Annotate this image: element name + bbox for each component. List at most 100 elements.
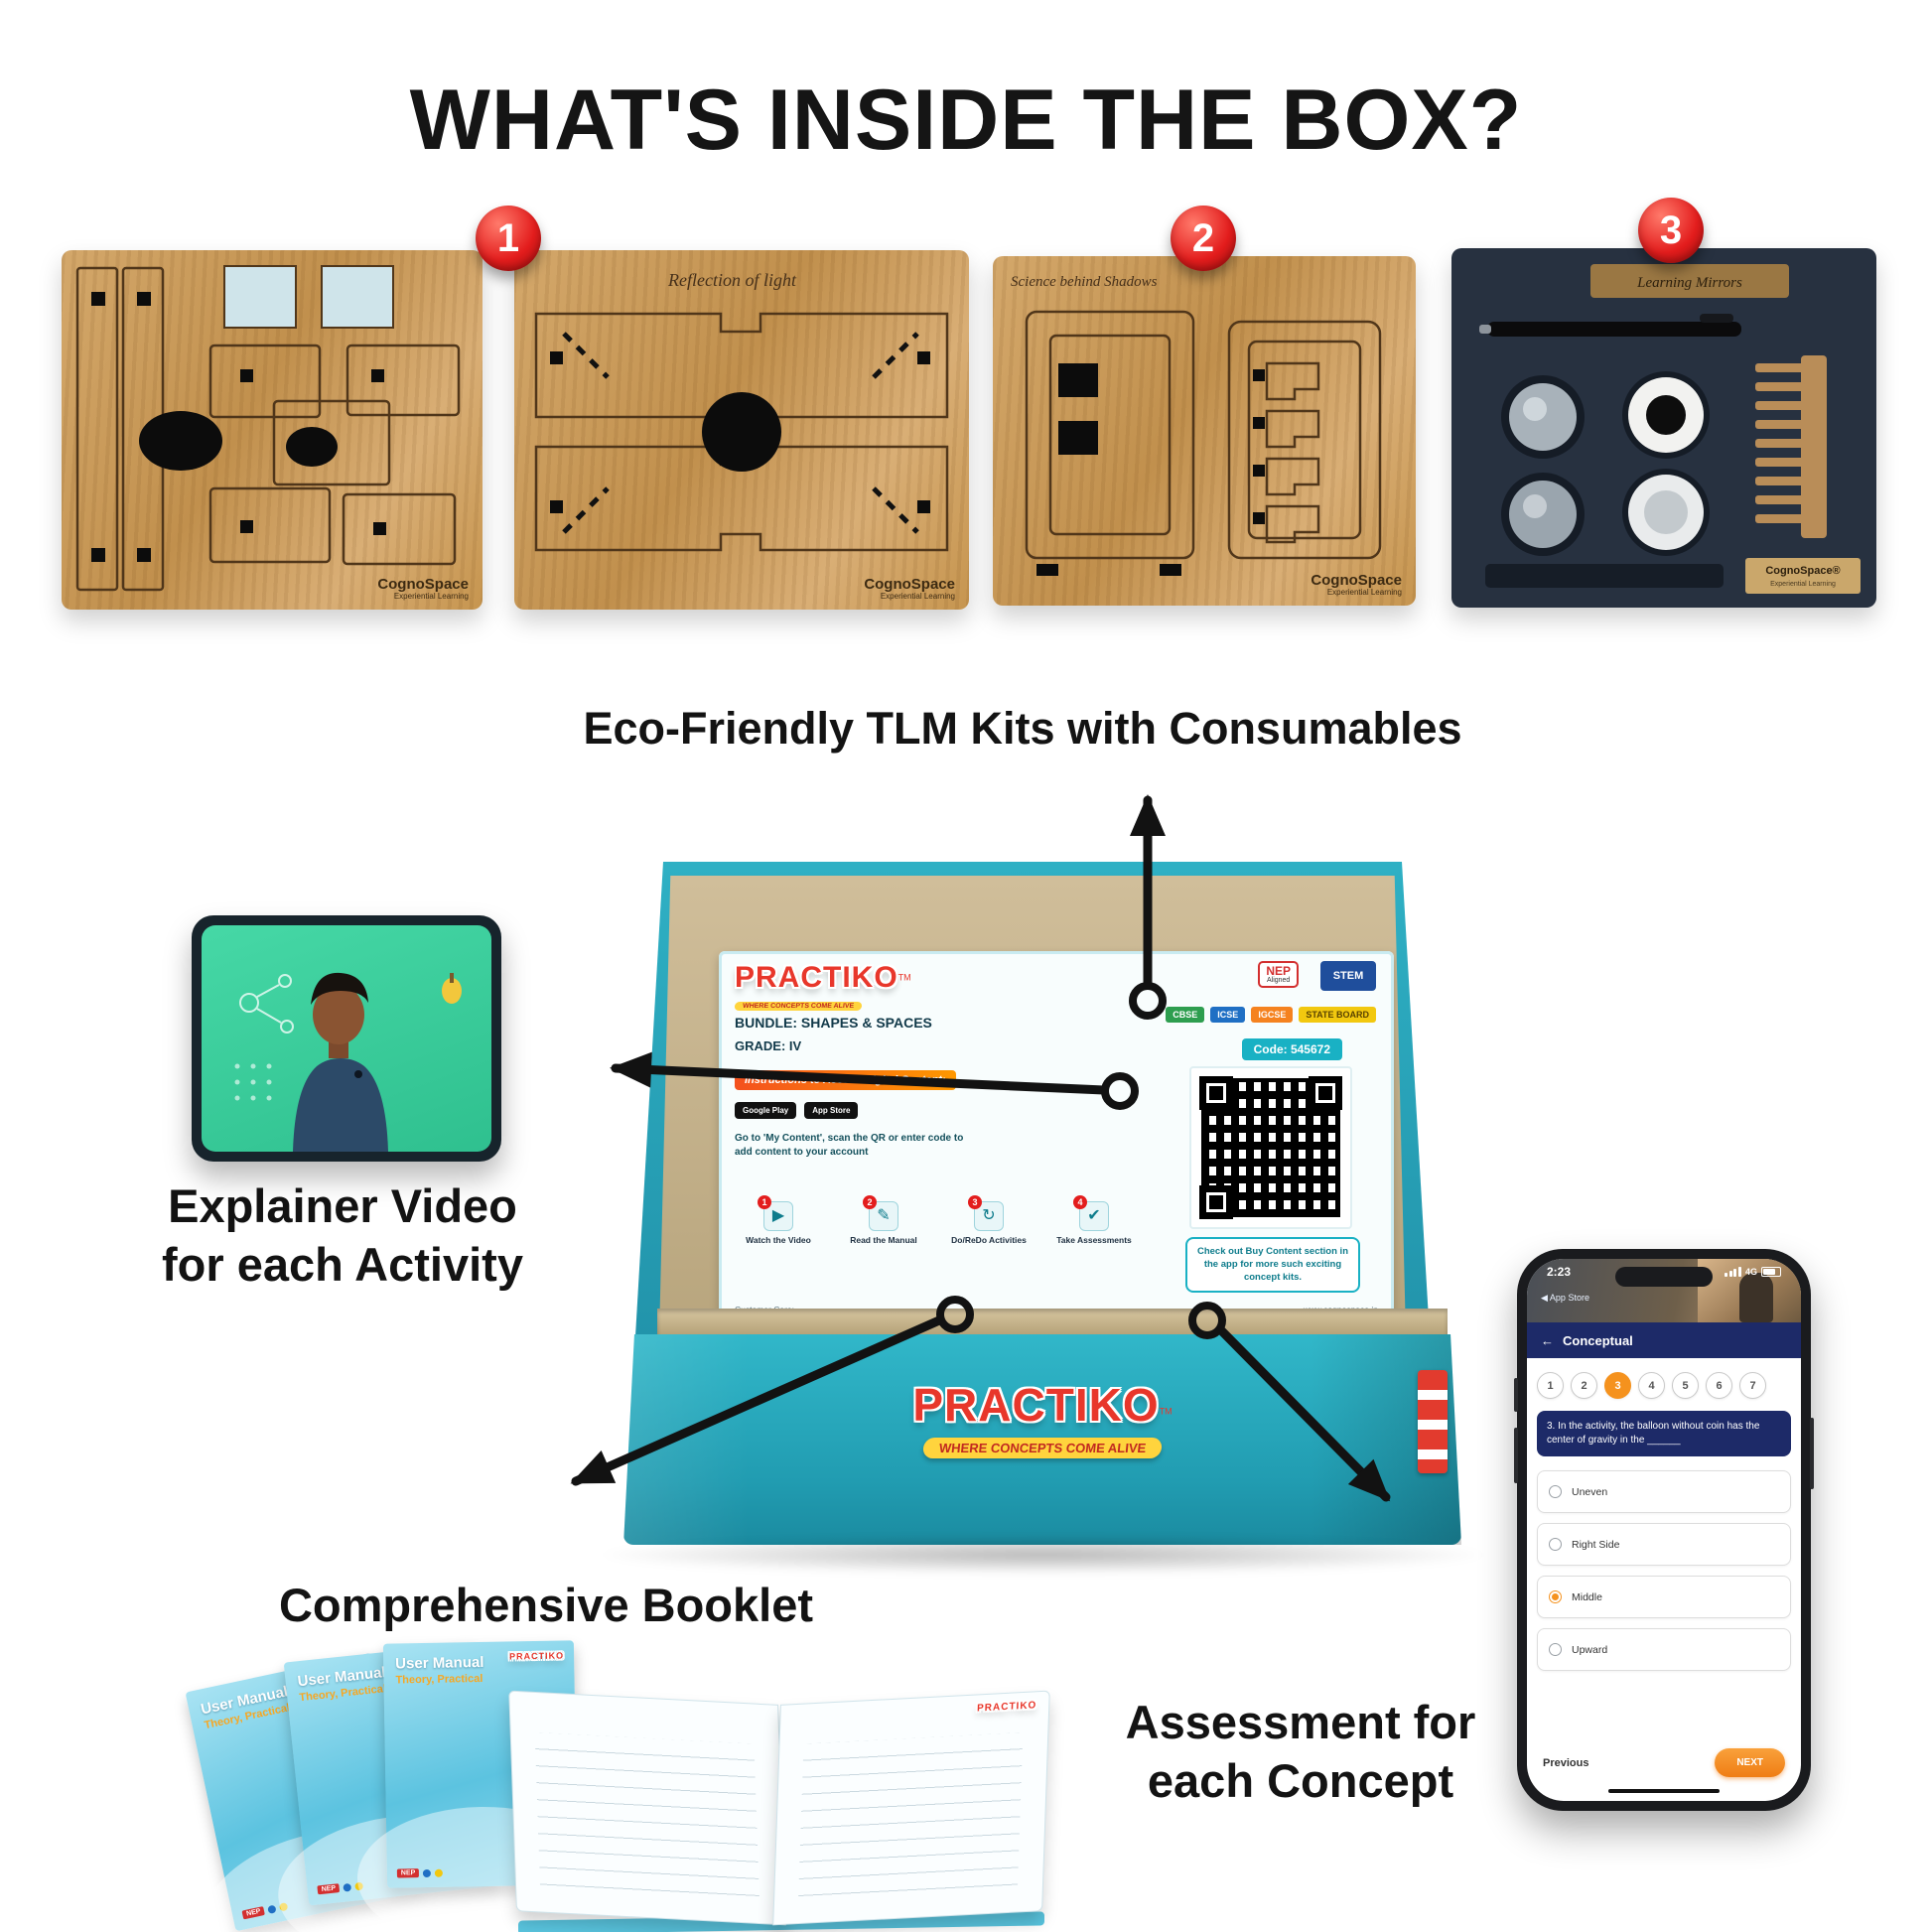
- next-button[interactable]: NEXT: [1715, 1748, 1785, 1777]
- back-arrow-icon[interactable]: ←: [1541, 1332, 1554, 1348]
- box-front: PRACTIKOTM WHERE CONCEPTS COME ALIVE: [623, 1334, 1461, 1545]
- cognospace-plaque: CognoSpace®: [1765, 565, 1840, 577]
- kit-tray-mirrors: Learning Mirrors: [1451, 248, 1876, 608]
- previous-button[interactable]: Previous: [1543, 1756, 1589, 1769]
- network-indicator: 4G: [1744, 1267, 1757, 1277]
- puzzle-board-graphic: [75, 265, 461, 592]
- question-number-2[interactable]: 2: [1571, 1372, 1597, 1399]
- lens-left-top: [1501, 375, 1585, 459]
- laser-pen: [1487, 322, 1741, 337]
- box-lid-cardboard: PRACTIKOTM WHERE CONCEPTS COME ALIVE NEP…: [659, 876, 1406, 1336]
- clock: 2:23: [1547, 1265, 1572, 1279]
- open-booklet: PRACTIKO: [508, 1688, 1050, 1932]
- screen-title: Conceptual: [1563, 1332, 1633, 1348]
- item-badge-1: 1: [476, 206, 541, 271]
- qr-finder-top-right: [1309, 1076, 1342, 1110]
- box-rim: [657, 1309, 1448, 1336]
- nep-aligned-badge: NEP Aligned: [1258, 961, 1299, 988]
- radio-upward[interactable]: [1549, 1643, 1562, 1656]
- battery-icon: [1761, 1267, 1781, 1277]
- kit-board-puzzle: CognoSpace Experiential Learning: [62, 250, 483, 610]
- cognospace-brand: CognoSpace Experiential Learning: [377, 575, 469, 602]
- step-read-manual: ✎2 Read the Manual: [850, 1195, 917, 1245]
- phone-statusbar-area: 2:23 4G ◀ App Store: [1527, 1259, 1801, 1322]
- pear-icon: [442, 978, 462, 1004]
- back-to-app-link[interactable]: ◀ App Store: [1541, 1293, 1589, 1303]
- callout-assessment: Assessment for each Concept: [1125, 1696, 1476, 1807]
- question-number-4[interactable]: 4: [1638, 1372, 1665, 1399]
- tagline-ribbon: WHERE CONCEPTS COME ALIVE: [734, 1002, 863, 1011]
- assessment-phone: 2:23 4G ◀ App Store ← Conceptual 1 2 3 4: [1514, 1249, 1814, 1811]
- radio-right-side[interactable]: [1549, 1538, 1562, 1551]
- signal-icon: [1725, 1267, 1741, 1277]
- bundle-text: BUNDLE: SHAPES & SPACES: [735, 1015, 932, 1031]
- mirrors-tray-graphic: Learning Mirrors: [1479, 264, 1861, 594]
- question-number-5[interactable]: 5: [1672, 1372, 1699, 1399]
- item-badge-2: 2: [1171, 206, 1236, 271]
- screen-header: ← Conceptual: [1527, 1322, 1801, 1358]
- phone-notch: [1615, 1267, 1713, 1287]
- lens-left-bottom: [1501, 473, 1585, 556]
- question-banner: 3. In the activity, the balloon without …: [1537, 1411, 1791, 1456]
- board-badges: CBSE ICSE IGCSE STATE BOARD: [1166, 1007, 1376, 1023]
- callout-comprehensive-booklet: Comprehensive Booklet: [278, 1579, 814, 1631]
- booklet-page-right: PRACTIKO: [772, 1690, 1050, 1926]
- cognospace-brand: CognoSpace Experiential Learning: [1311, 571, 1402, 598]
- instructions-banner: Instructions to Access Digital Content:: [735, 1070, 956, 1090]
- play-icon: ▶1: [758, 1195, 793, 1231]
- radio-middle-selected[interactable]: [1549, 1590, 1562, 1603]
- cognospace-plaque-sub: Experiential Learning: [1770, 581, 1836, 588]
- option-right-side[interactable]: Right Side: [1537, 1523, 1791, 1566]
- mirror-center-top: [1622, 371, 1710, 459]
- question-number-6[interactable]: 6: [1706, 1372, 1732, 1399]
- booklet-page-left: [508, 1690, 786, 1926]
- app-store-badges: Google Play App Store: [735, 1102, 859, 1119]
- presenter-person: [293, 972, 388, 1152]
- google-play-badge: Google Play: [735, 1102, 797, 1119]
- front-tagline-ribbon: WHERE CONCEPTS COME ALIVE: [921, 1438, 1164, 1458]
- step-take-assessments: ✔4 Take Assessments: [1056, 1195, 1132, 1245]
- qr-code: [1189, 1066, 1352, 1229]
- wooden-comb: [1755, 355, 1827, 538]
- badge-stateboard: STATE BOARD: [1299, 1007, 1376, 1023]
- booklets-group: User Manual Theory, Practical PRACTIKO N…: [185, 1636, 1050, 1932]
- explainer-video-tablet: [192, 915, 501, 1162]
- shadows-title: Science behind Shadows: [1011, 274, 1158, 290]
- buy-content-note: Check out Buy Content section in the app…: [1185, 1237, 1360, 1294]
- shadows-board-graphic: Science behind Shadows: [1011, 274, 1382, 576]
- option-middle[interactable]: Middle: [1537, 1576, 1791, 1618]
- header-photo: [1698, 1259, 1801, 1322]
- kit-board-shadows: Science behind Shadows: [993, 256, 1416, 606]
- side-sticker: [1418, 1370, 1448, 1473]
- kit-board-reflection: Reflection of light CognoSpace Experient…: [514, 250, 969, 610]
- presenter-illustration: [234, 972, 462, 1152]
- question-number-7[interactable]: 7: [1739, 1372, 1766, 1399]
- question-number-1[interactable]: 1: [1537, 1372, 1564, 1399]
- reflection-title: Reflection of light: [667, 270, 797, 290]
- callout-explainer-video: Explainer Video for each Activity: [162, 1179, 523, 1291]
- qr-finder-bottom-left: [1199, 1185, 1233, 1219]
- pencil-icon: ✎2: [863, 1195, 898, 1231]
- item-badge-3: 3: [1638, 198, 1704, 263]
- badge-igcse: IGCSE: [1251, 1007, 1294, 1023]
- mirrors-title: Learning Mirrors: [1636, 275, 1742, 291]
- scan-note: Go to 'My Content', scan the QR or enter…: [735, 1133, 964, 1158]
- phone-screen: 2:23 4G ◀ App Store ← Conceptual 1 2 3 4: [1527, 1259, 1801, 1801]
- box-front-logo: PRACTIKOTM WHERE CONCEPTS COME ALIVE: [623, 1378, 1461, 1458]
- question-footer: Previous NEXT: [1527, 1738, 1801, 1789]
- app-store-badge: App Store: [804, 1102, 859, 1119]
- qr-finder-top-left: [1199, 1076, 1233, 1110]
- option-uneven[interactable]: Uneven: [1537, 1470, 1791, 1513]
- video-screen: [202, 925, 491, 1152]
- option-upward[interactable]: Upward: [1537, 1628, 1791, 1671]
- radio-uneven[interactable]: [1549, 1485, 1562, 1498]
- cognospace-brand: CognoSpace Experiential Learning: [864, 575, 955, 602]
- reflection-board-graphic: Reflection of light: [534, 270, 949, 552]
- home-indicator[interactable]: [1608, 1789, 1720, 1793]
- qr-pattern: [1199, 1076, 1342, 1219]
- question-number-3[interactable]: 3: [1604, 1372, 1631, 1399]
- phone-mute-switch: [1514, 1378, 1518, 1412]
- badge-cbse: CBSE: [1166, 1007, 1205, 1023]
- badge-icse: ICSE: [1210, 1007, 1246, 1023]
